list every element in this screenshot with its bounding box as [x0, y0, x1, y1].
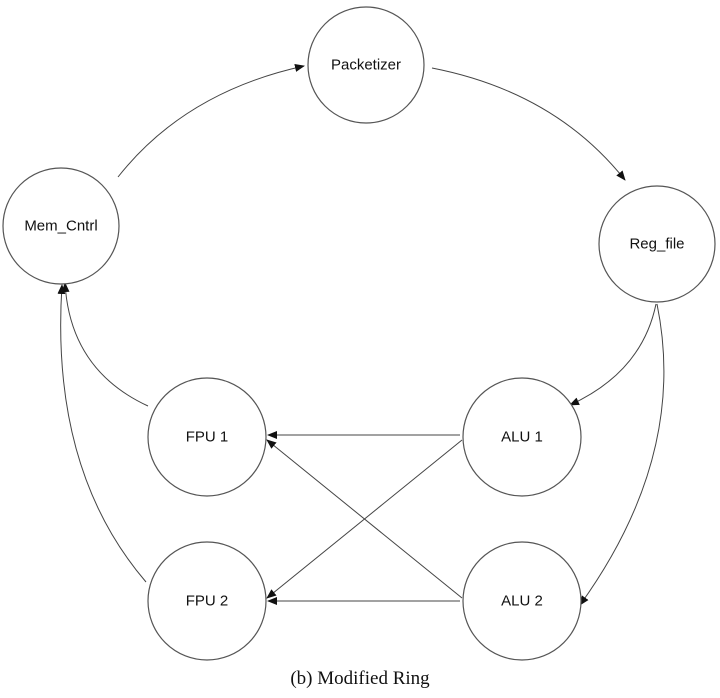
edge-fpu1-to-mem-cntrl: [61, 282, 149, 407]
edge-mem-cntrl-to-packetizer: [117, 64, 305, 178]
node-label-fpu2: FPU 2: [186, 593, 229, 610]
edge-alu2-to-fpu1: [266, 439, 463, 599]
node-label-mem-cntrl: Mem_Cntrl: [24, 218, 97, 235]
node-mem-cntrl: Mem_Cntrl: [2, 167, 120, 285]
node-alu2: ALU 2: [462, 541, 582, 661]
edge-reg-file-to-alu1: [569, 303, 657, 406]
edges-layer: [57, 64, 665, 606]
node-fpu1: FPU 1: [147, 377, 267, 497]
node-packetizer: Packetizer: [307, 6, 425, 124]
edge-fpu2-to-mem-cntrl: [57, 284, 147, 583]
node-label-reg-file: Reg_file: [629, 236, 684, 253]
node-label-packetizer: Packetizer: [331, 57, 401, 74]
node-label-fpu1: FPU 1: [186, 429, 229, 446]
node-label-alu2: ALU 2: [501, 593, 543, 610]
node-label-alu1: ALU 1: [501, 429, 543, 446]
node-fpu2: FPU 2: [147, 541, 267, 661]
edge-packetizer-to-reg-file: [431, 67, 626, 181]
edge-reg-file-to-alu2: [579, 303, 665, 606]
node-alu1: ALU 1: [462, 377, 582, 497]
figure-caption: (b) Modified Ring: [290, 668, 430, 689]
node-reg-file: Reg_file: [598, 185, 716, 303]
